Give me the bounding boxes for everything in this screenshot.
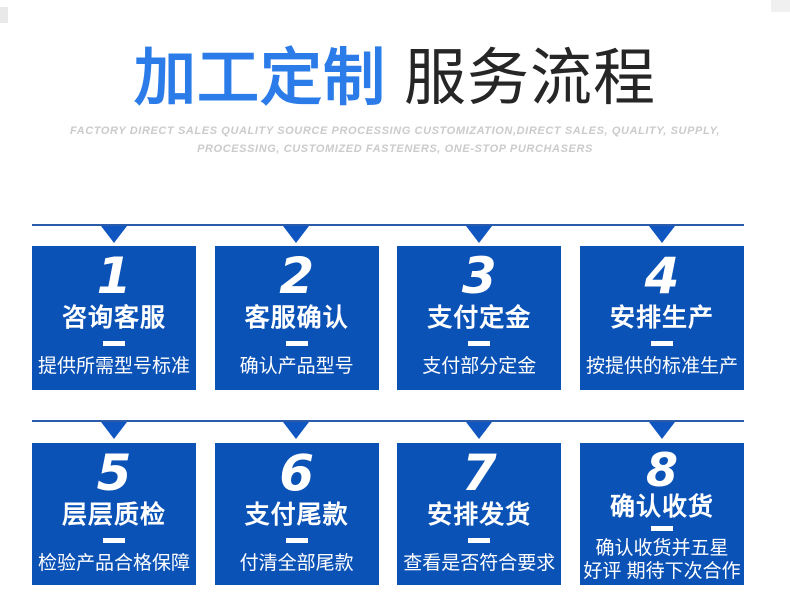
- arrow-down-icon: [101, 226, 127, 243]
- step-description: 确认产品型号: [239, 356, 354, 377]
- connector-line: [32, 420, 744, 422]
- connector-line: [32, 224, 744, 226]
- arrow-down-icon: [649, 226, 675, 243]
- step-number: 3: [461, 247, 497, 305]
- arrow-down-icon: [283, 226, 309, 243]
- step-title: 层层质检: [61, 501, 166, 529]
- step-number: 4: [644, 247, 680, 305]
- step-title: 支付定金: [427, 304, 532, 332]
- arrow-down-icon: [466, 226, 492, 243]
- title-highlight: 加工定制: [133, 44, 386, 113]
- step-title: 安排发货: [427, 501, 532, 529]
- step-description: 支付部分定金: [422, 356, 537, 377]
- step-card-5: 5 层层质检 检验产品合格保障: [32, 443, 196, 585]
- step-divider-dash: [103, 538, 125, 543]
- step-card-4: 4 安排生产 按提供的标准生产: [579, 246, 744, 390]
- title-rest: 服务流程: [404, 44, 657, 113]
- step-number: 6: [279, 444, 315, 502]
- step-description: 按提供的标准生产: [585, 356, 738, 377]
- subtitle-line-2: PROCESSING, CUSTOMIZED FASTENERS, ONE-ST…: [197, 143, 593, 155]
- page-edge-right: [771, 0, 790, 12]
- step-card-6: 6 支付尾款 付清全部尾款: [214, 443, 379, 585]
- arrow-down-icon: [283, 422, 309, 439]
- section-subtitle: FACTORY DIRECT SALES QUALITY SOURCE PROC…: [0, 122, 790, 158]
- step-divider-dash: [650, 341, 673, 346]
- section-title: 加工定制服务流程: [0, 42, 790, 116]
- step-number: 7: [461, 444, 497, 502]
- arrow-down-icon: [466, 422, 492, 439]
- step-title: 咨询客服: [61, 304, 166, 332]
- step-description: 提供所需型号标准: [37, 356, 190, 377]
- step-number: 1: [96, 247, 132, 305]
- step-title: 安排生产: [609, 304, 714, 332]
- page-edge-left: [0, 7, 8, 23]
- arrow-down-icon: [101, 422, 127, 439]
- step-title: 确认收货: [609, 493, 714, 521]
- step-card-3: 3 支付定金 支付部分定金: [397, 246, 562, 390]
- step-card-8: 8 确认收货 确认收货并五星 好评 期待下次合作: [579, 443, 744, 585]
- step-title: 支付尾款: [244, 501, 349, 529]
- step-number: 8: [645, 443, 678, 497]
- subtitle-line-1: FACTORY DIRECT SALES QUALITY SOURCE PROC…: [69, 125, 721, 137]
- step-number: 5: [96, 444, 132, 502]
- step-divider-dash: [650, 526, 673, 531]
- step-title: 客服确认: [244, 304, 349, 332]
- step-divider-dash: [103, 341, 125, 346]
- arrow-down-icon: [649, 422, 675, 439]
- flow-row-1: 1 咨询客服 提供所需型号标准 2 客服确认 确认产品型号 3 支付定金 支付部…: [32, 246, 744, 390]
- step-description: 检验产品合格保障: [37, 553, 190, 574]
- step-card-7: 7 安排发货 查看是否符合要求: [397, 443, 562, 585]
- process-flow: 1 咨询客服 提供所需型号标准 2 客服确认 确认产品型号 3 支付定金 支付部…: [32, 224, 744, 585]
- step-number: 2: [279, 247, 315, 305]
- flow-connector-row1: [32, 224, 744, 246]
- step-card-1: 1 咨询客服 提供所需型号标准: [32, 246, 196, 390]
- flow-row-2: 5 层层质检 检验产品合格保障 6 支付尾款 付清全部尾款 7 安排发货 查看是…: [32, 443, 744, 585]
- step-divider-dash: [285, 341, 308, 346]
- step-description: 付清全部尾款: [239, 553, 354, 574]
- step-divider-dash: [468, 341, 491, 346]
- step-card-2: 2 客服确认 确认产品型号: [214, 246, 379, 390]
- step-divider-dash: [285, 538, 308, 543]
- flow-connector-row2: [32, 420, 744, 443]
- step-divider-dash: [468, 538, 491, 543]
- section-header: 加工定制服务流程 FACTORY DIRECT SALES QUALITY SO…: [0, 42, 790, 158]
- step-description: 查看是否符合要求: [403, 553, 556, 574]
- step-description: 确认收货并五星 好评 期待下次合作: [583, 538, 741, 582]
